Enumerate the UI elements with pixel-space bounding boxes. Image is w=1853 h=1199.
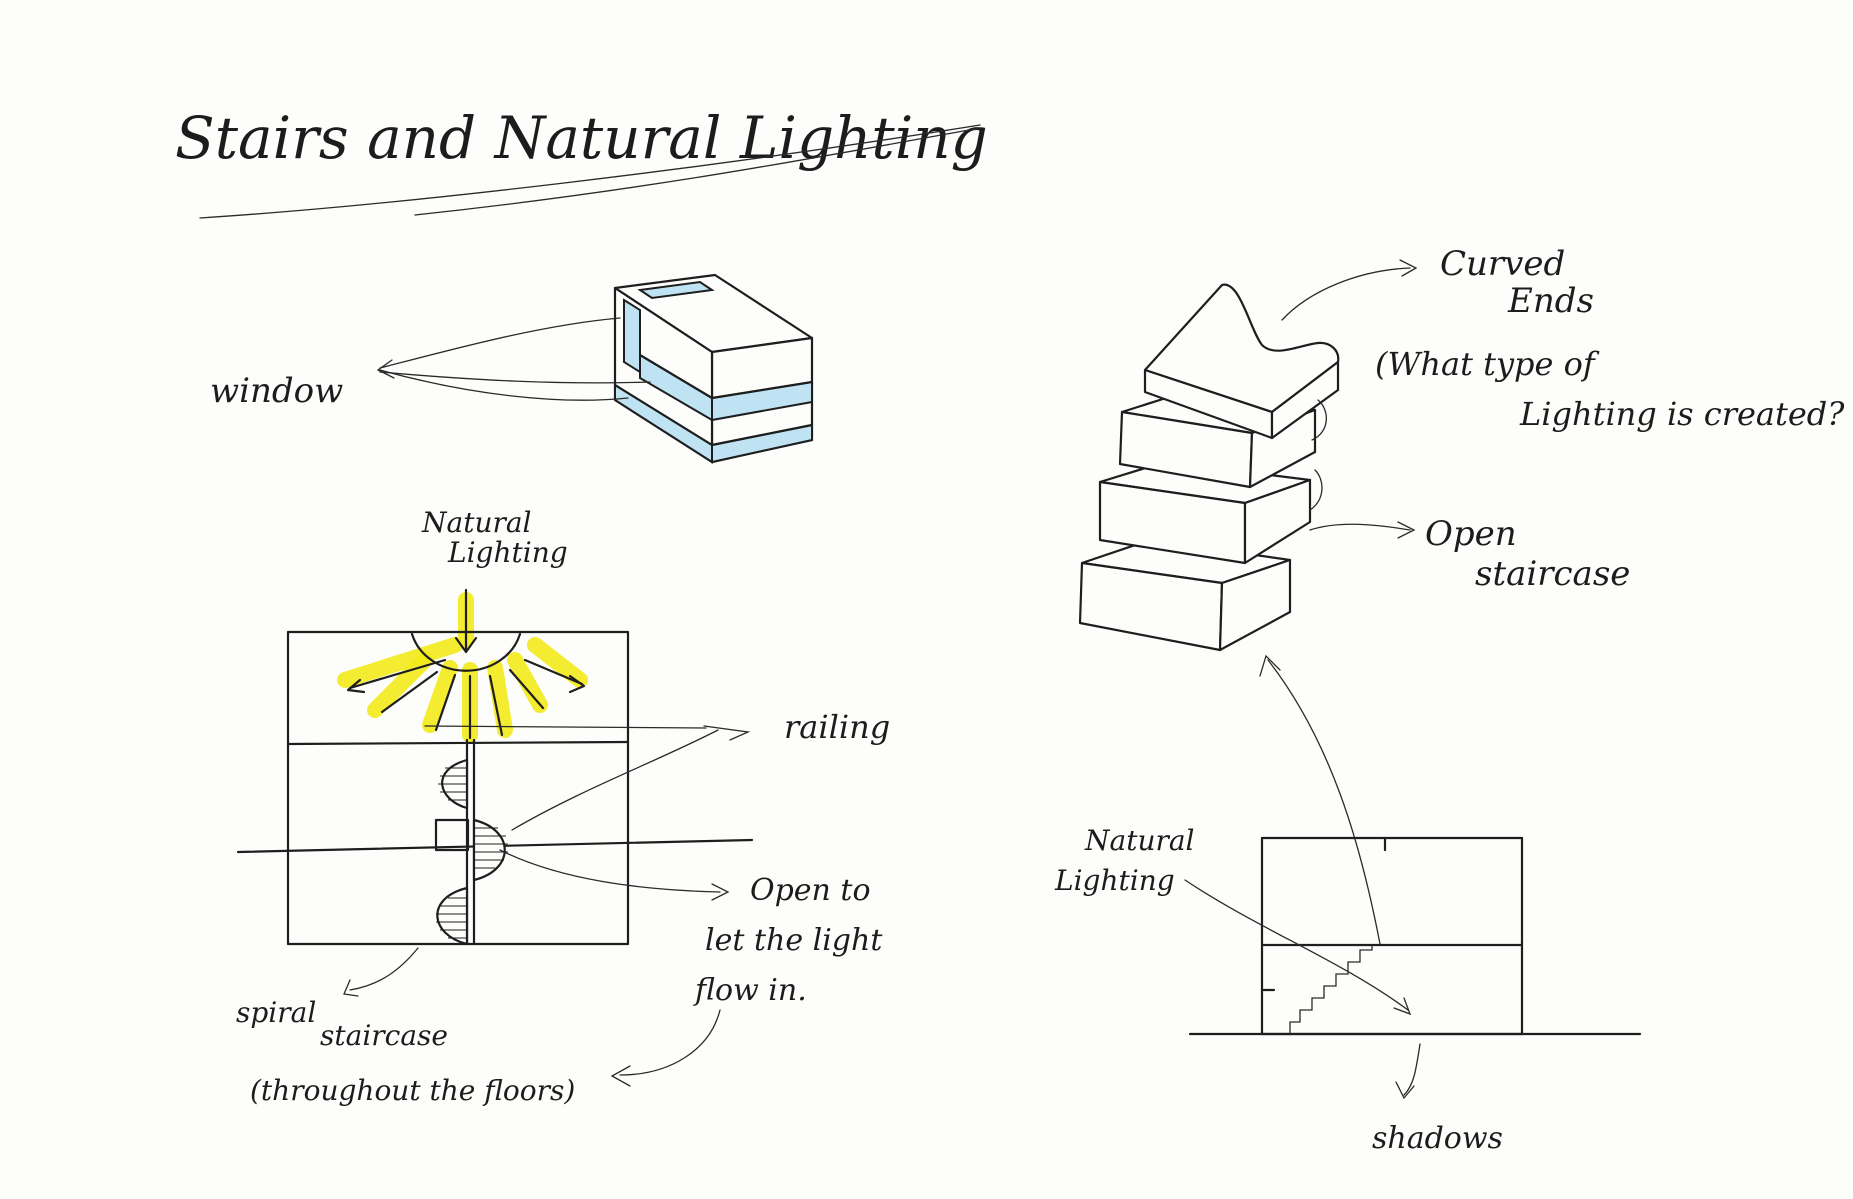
arrow-right-icon	[711, 883, 730, 901]
arrow-up-icon	[1259, 654, 1281, 677]
open-to-label-1: Open to	[750, 873, 871, 908]
spiral-tread	[436, 886, 469, 946]
open-staircase-label-1: Open	[1425, 514, 1517, 554]
light-ray	[527, 637, 588, 688]
spiral-staircase-label-2: staircase	[320, 1019, 448, 1052]
shadows-label: shadows	[1372, 1121, 1503, 1156]
natural-lighting-bottom-label-2: Lighting	[1054, 864, 1175, 897]
open-to-label-3: flow in.	[693, 973, 807, 1008]
stair-block-side	[1218, 558, 1292, 652]
landing-block	[434, 818, 470, 852]
natural-lighting-top-label-1: Natural	[421, 506, 532, 539]
window-leader	[379, 369, 629, 401]
spiral-leader	[349, 947, 419, 991]
curved-ends-label-1: Curved	[1440, 244, 1565, 284]
arrow-down-icon	[454, 636, 478, 654]
section-frame	[286, 630, 630, 946]
link-leader	[1267, 659, 1381, 945]
curved-ends-leader	[1281, 267, 1411, 321]
arrow-left-icon	[376, 359, 395, 379]
open-staircase-sketch	[1078, 283, 1340, 652]
title-block: Stairs and Natural Lighting	[175, 104, 988, 219]
shadow-section-sketch: Natural Lighting shadows	[1054, 654, 1642, 1156]
window-vertical-strip	[623, 298, 641, 374]
spiral-treads	[436, 758, 508, 946]
cube-edge	[613, 383, 714, 447]
stair-block-side	[1243, 478, 1312, 565]
railing-label: railing	[784, 708, 890, 746]
arrow-right-icon	[703, 725, 751, 741]
title-underline-2	[414, 127, 981, 216]
shadow-section-frame	[1260, 836, 1524, 1036]
light-ray	[487, 660, 513, 738]
window-cube-sketch	[613, 273, 814, 464]
title-underline-1	[199, 124, 981, 219]
shadows-leader	[1403, 1043, 1421, 1096]
stair-profile	[1289, 944, 1373, 1035]
open-staircase-leader	[1309, 523, 1411, 531]
arrow-left-icon	[346, 678, 366, 694]
open-leader	[499, 849, 721, 893]
spiral-section-labels: Natural Lighting railing Open to let the…	[236, 506, 890, 1107]
cube-edge	[710, 423, 814, 447]
light-ray	[507, 652, 548, 713]
light-ray-leader	[1184, 879, 1409, 1011]
arrow-left-icon	[610, 1065, 631, 1087]
question-label-1: (What type of	[1375, 345, 1600, 383]
natural-lighting-bottom-label-1: Natural	[1084, 824, 1195, 857]
arrow-down-right-icon	[1393, 997, 1412, 1016]
page-title: Stairs and Natural Lighting	[175, 104, 988, 172]
spiral-stair-section	[236, 588, 754, 1087]
window-leader	[379, 371, 651, 384]
arrow-down-icon	[1395, 1081, 1415, 1100]
flow-leader	[619, 1009, 721, 1076]
cube-edge	[638, 353, 714, 400]
open-staircase-label-2: staircase	[1475, 554, 1630, 594]
light-arrows	[346, 588, 586, 740]
open-to-label-2: let the light	[705, 923, 883, 958]
railing-leader	[511, 729, 719, 831]
gap-mark	[1309, 469, 1323, 511]
floor-line	[286, 740, 630, 746]
stair-block-top-curved	[1143, 283, 1340, 414]
arrow-left-icon	[343, 979, 359, 997]
stair-block-side	[1270, 360, 1340, 440]
spiral-tread	[472, 818, 506, 882]
curved-ends-label-2: Ends	[1507, 281, 1594, 321]
arrow-right-icon	[568, 674, 586, 694]
arrow-right-icon	[1397, 521, 1416, 539]
open-staircase-labels: Curved Ends (What type of Lighting is cr…	[1281, 244, 1845, 594]
natural-lighting-top-label-2: Lighting	[447, 536, 568, 569]
spiral-staircase-label-1: spiral	[236, 996, 316, 1029]
window-leader	[379, 317, 621, 369]
arrow-right-icon	[1399, 259, 1418, 277]
window-top-strip	[637, 280, 715, 300]
question-label-2: Lighting is created?	[1519, 395, 1845, 433]
light-ray	[337, 637, 463, 688]
window-label: window	[210, 371, 343, 411]
cube-edge	[710, 380, 814, 400]
light-ray	[422, 660, 458, 733]
gap-mark	[1311, 399, 1327, 441]
skylight-dome	[410, 632, 522, 672]
spiral-staircase-label-3: (throughout the floors)	[250, 1074, 575, 1107]
railing-line	[424, 725, 707, 729]
window-label-group: window	[210, 317, 651, 411]
